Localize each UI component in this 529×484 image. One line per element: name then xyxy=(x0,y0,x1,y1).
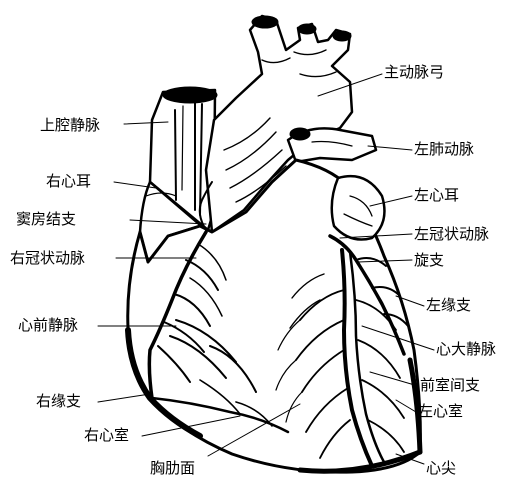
label-sinoatrial-branch: 窦房结支 xyxy=(16,210,76,228)
label-left-marginal-branch: 左缘支 xyxy=(426,296,471,314)
label-circumflex-branch: 旋支 xyxy=(414,251,444,269)
label-right-auricle: 右心耳 xyxy=(46,172,91,190)
label-left-ventricle: 左心室 xyxy=(418,402,463,420)
label-sternocostal-surface: 胸肋面 xyxy=(150,459,195,477)
leader-right-marginal-branch xyxy=(98,394,150,402)
label-anterior-interventricular-branch: 前室间支 xyxy=(420,376,480,394)
label-left-pulmonary-artery: 左肺动脉 xyxy=(414,140,474,158)
left-pulmonary-artery xyxy=(288,128,376,162)
label-apex: 心尖 xyxy=(426,459,456,477)
label-right-coronary-artery: 右冠状动脉 xyxy=(10,249,85,267)
label-right-ventricle: 右心室 xyxy=(84,426,129,444)
label-right-marginal-branch: 右缘支 xyxy=(36,392,81,410)
label-aortic-arch: 主动脉弓 xyxy=(384,63,444,81)
label-great-cardiac-vein: 心大静脉 xyxy=(436,340,496,358)
label-superior-vena-cava: 上腔静脉 xyxy=(40,116,100,134)
label-left-coronary-artery: 左冠状动脉 xyxy=(414,225,489,243)
label-left-auricle: 左心耳 xyxy=(414,186,459,204)
label-anterior-cardiac-vein: 心前静脉 xyxy=(18,316,78,334)
